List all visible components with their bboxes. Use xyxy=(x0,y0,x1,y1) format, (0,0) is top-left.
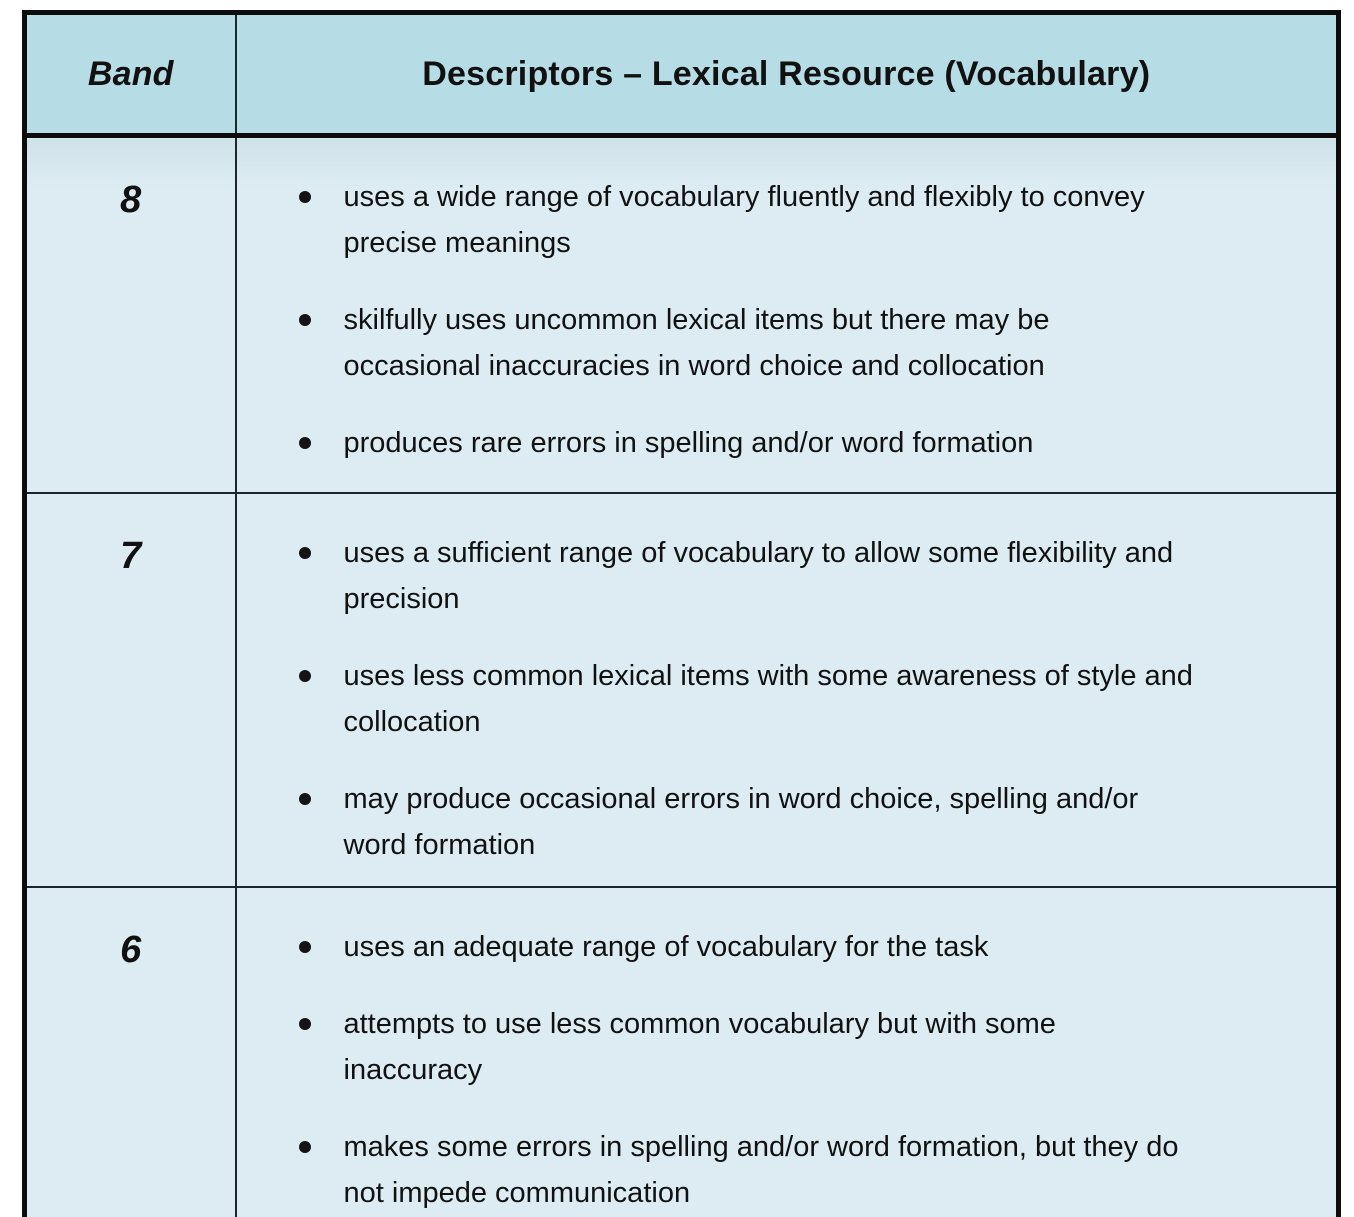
descriptor-item: uses an adequate range of vocabulary for… xyxy=(297,924,1313,970)
descriptor-text: skilfully uses uncommon lexical items bu… xyxy=(343,304,1050,382)
band-value: 8 xyxy=(23,134,237,494)
descriptor-text: may produce occasional errors in word ch… xyxy=(343,782,1139,861)
bullet-icon xyxy=(298,1017,311,1030)
bullet-icon xyxy=(298,669,311,682)
bullet-icon xyxy=(298,191,311,203)
bullet-icon xyxy=(298,437,311,449)
descriptor-list: uses an adequate range of vocabulary for… xyxy=(297,924,1313,1216)
descriptor-text: uses a sufficient range of vocabulary to… xyxy=(343,536,1174,615)
band-value: 7 xyxy=(23,491,237,888)
bullet-icon xyxy=(298,792,311,805)
bullet-icon xyxy=(298,1140,311,1153)
descriptor-item: attempts to use less common vocabulary b… xyxy=(297,1001,1313,1093)
descriptor-list: uses a sufficient range of vocabulary to… xyxy=(297,530,1313,868)
table-row: 8 uses a wide range of vocabulary fluent… xyxy=(23,134,1340,494)
descriptor-item: may produce occasional errors in word ch… xyxy=(297,776,1313,868)
descriptor-text: uses a wide range of vocabulary fluently… xyxy=(343,181,1145,259)
descriptor-item: uses a sufficient range of vocabulary to… xyxy=(297,530,1313,622)
band-descriptors-table: Band Descriptors – Lexical Resource (Voc… xyxy=(22,10,1341,1217)
descriptor-item: skilfully uses uncommon lexical items bu… xyxy=(297,297,1313,389)
table-row: 7 uses a sufficient range of vocabulary … xyxy=(23,491,1340,888)
band-column-header: Band xyxy=(23,11,237,138)
descriptor-text: uses less common lexical items with some… xyxy=(343,659,1193,738)
descriptors-column-header: Descriptors – Lexical Resource (Vocabula… xyxy=(234,11,1340,138)
table-row: 6 uses an adequate range of vocabulary f… xyxy=(23,885,1340,1217)
descriptor-item: uses less common lexical items with some… xyxy=(297,653,1313,745)
bullet-icon xyxy=(298,314,311,326)
band-value: 6 xyxy=(23,885,237,1217)
descriptor-text: produces rare errors in spelling and/or … xyxy=(343,427,1034,459)
descriptors-cell: uses an adequate range of vocabulary for… xyxy=(234,885,1340,1217)
table-header-row: Band Descriptors – Lexical Resource (Voc… xyxy=(23,11,1340,138)
descriptor-item: makes some errors in spelling and/or wor… xyxy=(297,1124,1313,1216)
descriptor-text: uses an adequate range of vocabulary for… xyxy=(343,930,989,963)
descriptor-item: produces rare errors in spelling and/or … xyxy=(297,420,1313,466)
descriptor-item: uses a wide range of vocabulary fluently… xyxy=(297,174,1313,266)
descriptors-cell: uses a wide range of vocabulary fluently… xyxy=(234,134,1340,494)
bullet-icon xyxy=(298,940,311,953)
descriptor-list: uses a wide range of vocabulary fluently… xyxy=(297,174,1313,466)
descriptor-text: attempts to use less common vocabulary b… xyxy=(343,1007,1056,1086)
descriptors-cell: uses a sufficient range of vocabulary to… xyxy=(234,491,1340,888)
descriptor-text: makes some errors in spelling and/or wor… xyxy=(343,1130,1179,1209)
bullet-icon xyxy=(298,546,311,559)
